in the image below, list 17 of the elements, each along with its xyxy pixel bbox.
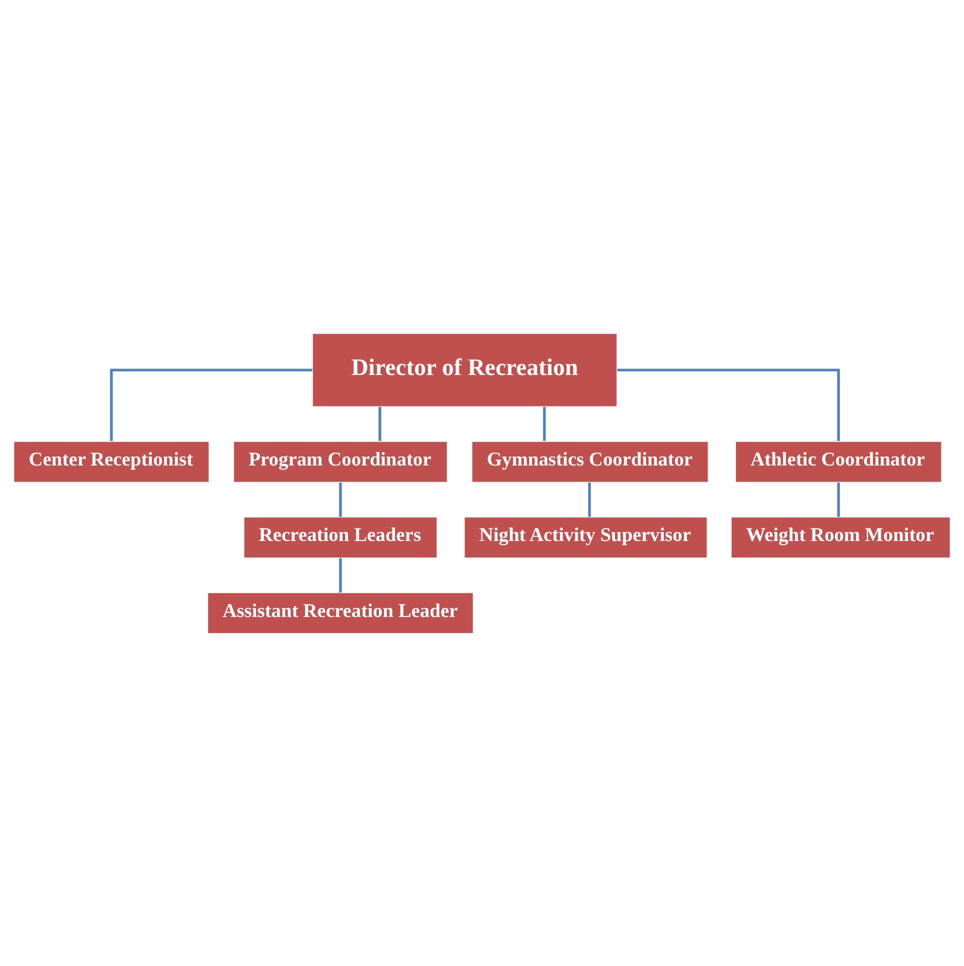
connector — [110, 368, 312, 441]
connector — [617, 368, 840, 441]
node-box: Center Receptionist — [13, 440, 210, 482]
connector — [543, 406, 546, 440]
node-box: Athletic Coordinator — [734, 440, 942, 482]
node-box: Assistant Recreation Leader — [207, 592, 474, 634]
connector — [378, 406, 382, 440]
node-box: Program Coordinator — [232, 440, 448, 482]
node-box: Night Activity Supervisor — [464, 516, 708, 558]
connector — [588, 482, 591, 516]
node-box: Weight Room Monitor — [730, 516, 951, 558]
connector — [339, 482, 342, 516]
node-box: Recreation Leaders — [243, 516, 438, 558]
connector — [339, 558, 342, 592]
node-box: Gymnastics Coordinator — [471, 440, 709, 482]
connector — [837, 482, 840, 516]
node-box: Director of Recreation — [312, 332, 618, 407]
